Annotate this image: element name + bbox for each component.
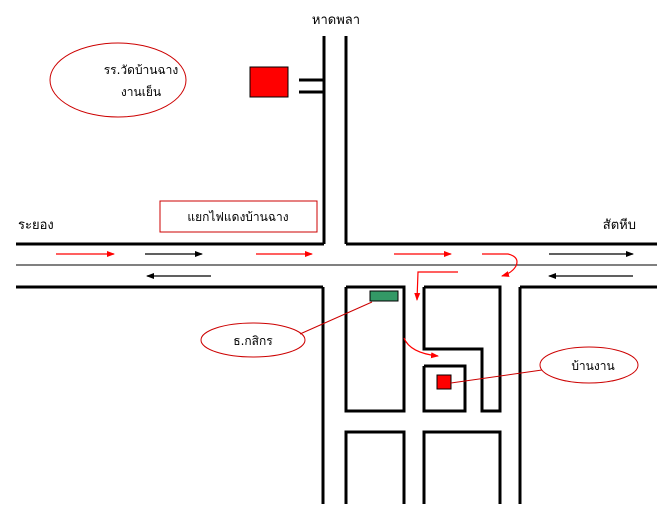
venue-marker — [436, 374, 452, 390]
block-south-right — [422, 430, 502, 504]
block-soi — [422, 285, 502, 413]
left-road-label: ระยอง — [18, 218, 54, 233]
school-marker — [249, 66, 289, 98]
bank-marker — [369, 290, 399, 302]
route-arrow-to-venue — [403, 337, 439, 359]
block-bank — [344, 285, 406, 413]
venue-callout — [539, 346, 639, 384]
school-label-line1: รร.วัดบ้านฉาง — [104, 63, 179, 77]
route-turn-arrow — [414, 271, 458, 301]
venue-label: บ้านงาน — [571, 359, 614, 373]
venue-leader-line — [450, 369, 543, 384]
bank-leader-line — [299, 301, 373, 335]
school-callout — [49, 42, 187, 118]
intersection-label: แยกไฟแดงบ้านฉาง — [187, 210, 288, 224]
block-venue — [422, 364, 467, 413]
right-road-label: สัตหีบ — [603, 217, 636, 233]
school-label-line2: งานเย็น — [121, 84, 161, 99]
route-uturn-arrow — [482, 253, 518, 277]
block-south-left — [344, 430, 406, 504]
bank-label: ธ.กสิกร — [233, 334, 273, 348]
intersection-label-box — [159, 200, 318, 233]
traffic-arrows — [145, 251, 634, 279]
bank-callout — [200, 322, 306, 358]
road-network — [16, 36, 657, 504]
top-road-label: หาดพลา — [312, 13, 360, 28]
route-arrows — [56, 251, 518, 359]
